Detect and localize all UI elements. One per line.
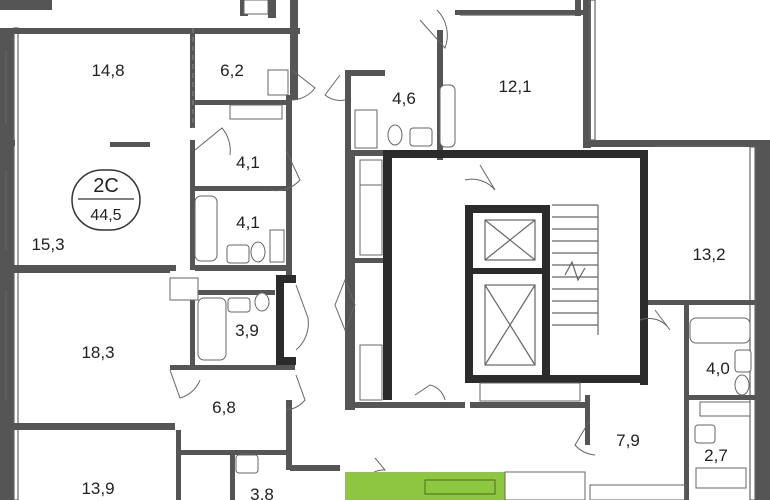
room-area-12-1: 12,1 [498, 77, 531, 96]
room-area-3-9: 3,9 [235, 321, 259, 340]
fixtures-6-2 [229, 0, 289, 120]
room-area-14-8: 14,8 [91, 61, 124, 80]
fixtures-2-7 [694, 424, 747, 489]
room-area-3-8: 3,8 [250, 485, 274, 500]
room-area-15-3: 15,3 [31, 235, 64, 254]
fixtures-3-8 [235, 454, 259, 474]
building-core [383, 150, 648, 400]
bathtub-4-1 [194, 195, 285, 264]
shafts [359, 159, 581, 402]
bathtub-4-0 [689, 317, 752, 417]
apartment-area: 44,5 [90, 207, 121, 224]
apartment-type: 2С [93, 175, 119, 197]
room-area-4-1-bath: 4,1 [236, 213, 260, 232]
room-area-6-8: 6,8 [212, 398, 236, 417]
room-area-7-9: 7,9 [616, 431, 640, 450]
bathtub-4-6 [354, 84, 456, 149]
windows [5, 14, 745, 400]
interior-walls [170, 28, 340, 500]
room-area-4-6: 4,6 [392, 89, 416, 108]
room-area-2-7: 2,7 [704, 446, 728, 465]
room-labels: 14,8 6,2 4,6 12,1 4,1 4,1 15,3 13,2 18,3… [31, 61, 729, 500]
room-area-18-3: 18,3 [81, 343, 114, 362]
bathtub-3-9 [169, 277, 270, 361]
apartment-badge: 2С 44,5 [71, 169, 141, 231]
room-area-4-1-hall: 4,1 [236, 153, 260, 172]
highlighted-area [345, 471, 686, 500]
room-area-6-2: 6,2 [220, 61, 244, 80]
room-area-4-0: 4,0 [706, 359, 730, 378]
room-area-13-2: 13,2 [692, 245, 725, 264]
room-area-13-9: 13,9 [81, 479, 114, 498]
